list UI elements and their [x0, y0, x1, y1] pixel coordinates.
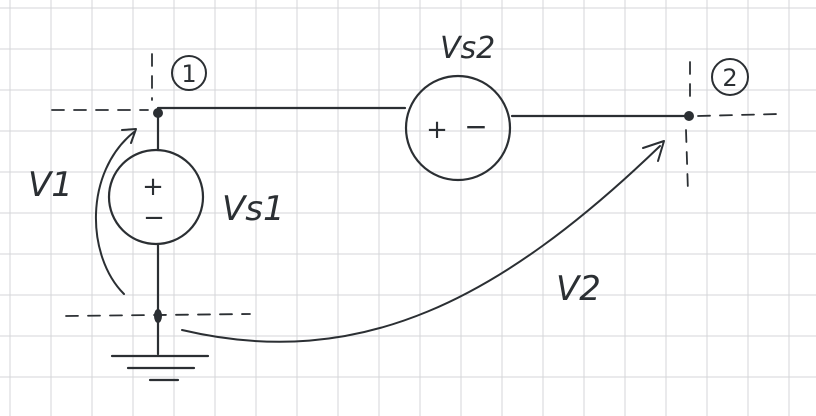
vs1-circle — [107, 148, 205, 246]
source-vs2: + − Vs2 — [404, 31, 512, 182]
dashed-guide-node2-horizontal — [697, 113, 779, 117]
source-vs1: + − Vs1 — [107, 148, 285, 246]
v1-arrow-curve — [94, 131, 135, 295]
vs1-name: Vs1 — [222, 189, 285, 229]
node1-marker: 1 — [171, 55, 207, 91]
node2-label: 2 — [722, 64, 737, 92]
node2-dot — [684, 111, 694, 121]
v1-arrow — [94, 128, 137, 295]
v2-arrow-curve — [181, 145, 661, 343]
v1-label: V1 — [28, 165, 73, 205]
vs2-minus: − — [464, 110, 487, 143]
vs2-circle — [404, 74, 512, 182]
dashed-guide-node2-vertical-bottom — [685, 129, 689, 193]
vs1-minus: − — [143, 203, 165, 233]
node1-circle — [171, 55, 207, 91]
node1-label: 1 — [181, 60, 196, 88]
ground-icon — [110, 354, 210, 382]
node2-circle — [711, 58, 749, 96]
ground-node-dot — [154, 309, 162, 323]
vs2-name: Vs2 — [440, 31, 495, 66]
node1-dot — [153, 108, 163, 118]
vs2-plus: + — [426, 115, 448, 145]
node2-marker: 2 — [711, 58, 749, 96]
v2-arrow — [181, 140, 665, 343]
v2-label: V2 — [556, 269, 601, 309]
v1-arrow-head — [121, 128, 137, 144]
v2-arrow-head — [642, 140, 665, 162]
wires — [156, 106, 690, 356]
vs1-plus: + — [142, 172, 164, 202]
